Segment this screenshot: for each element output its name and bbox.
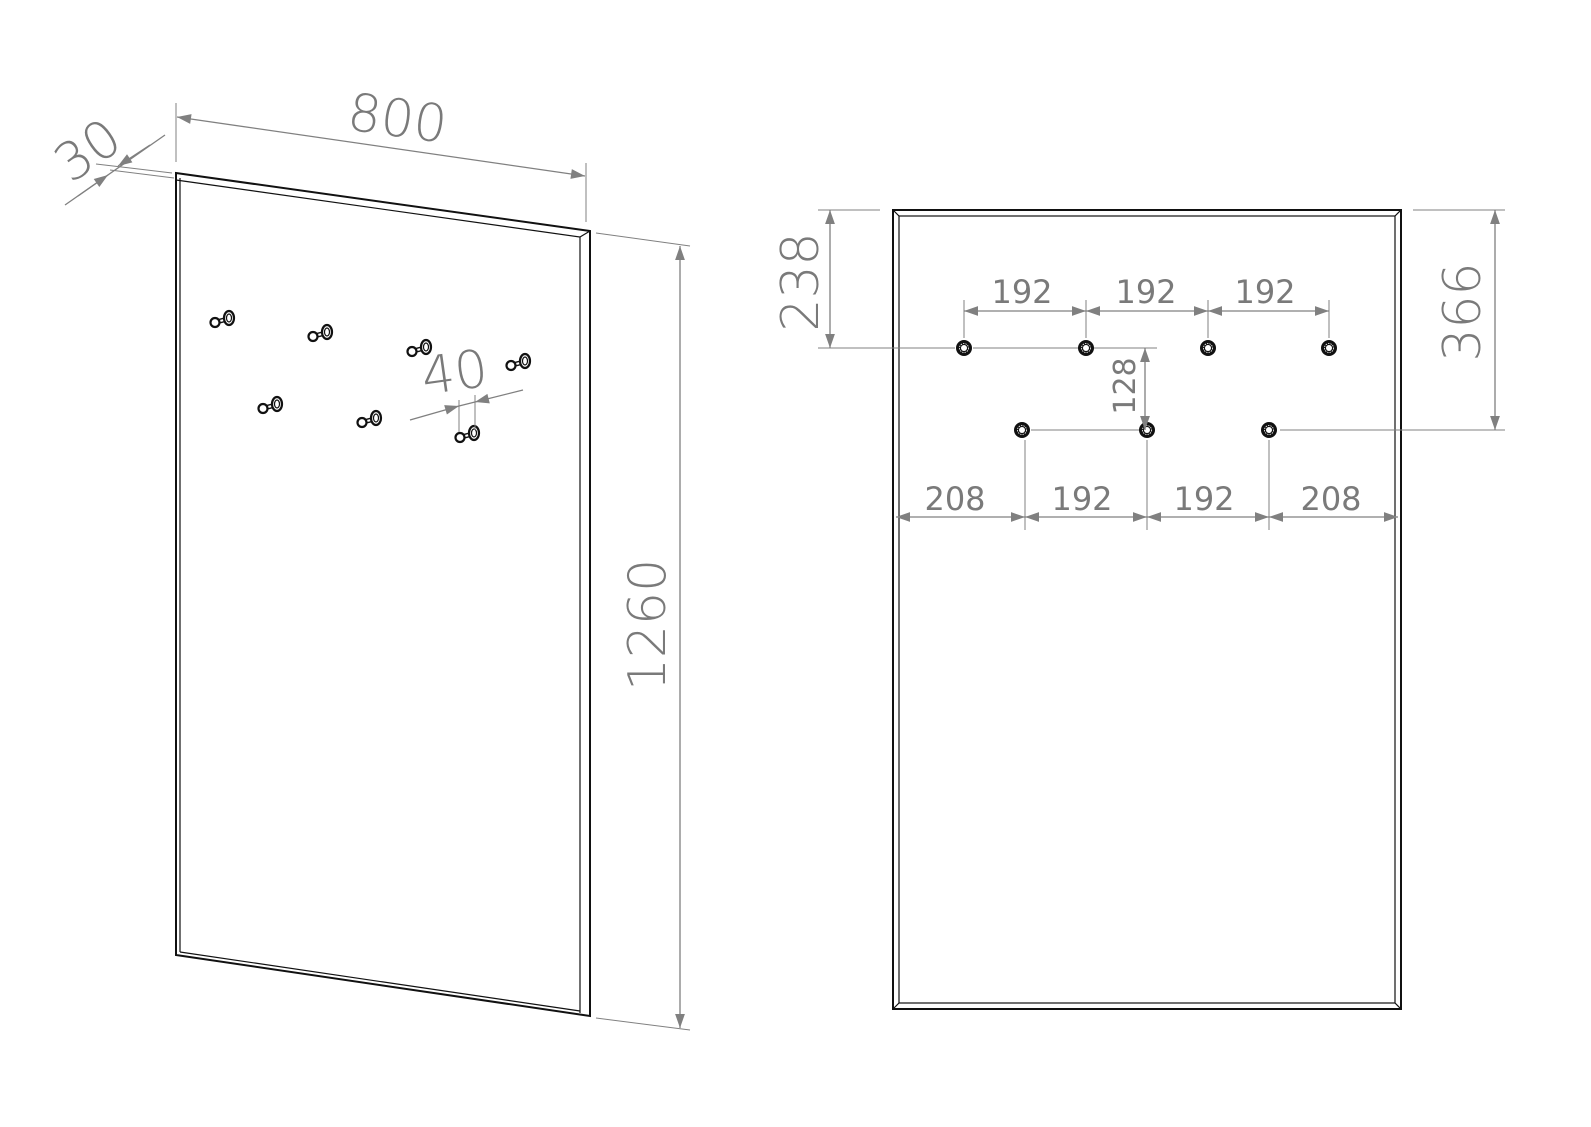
dimension-height: 1260: [595, 232, 691, 1031]
hook-icon: [309, 325, 333, 341]
spacing-label: 192: [1173, 480, 1234, 518]
hook-icon: [507, 354, 531, 370]
dimension-hook: 40: [409, 339, 524, 432]
hole-icon: [1077, 339, 1095, 357]
spacing-label: 192: [991, 273, 1052, 311]
dimension-bottom-row: 208 192 192 208: [896, 480, 1398, 522]
hole-icon: [1260, 421, 1278, 439]
spacing-label: 192: [1051, 480, 1112, 518]
dimension-128: 128: [1108, 348, 1150, 430]
spacing-label: 208: [1300, 480, 1361, 518]
hole-icon: [1320, 339, 1338, 357]
dimension-238: 238: [771, 210, 835, 348]
dimension-width: 800: [175, 83, 587, 222]
hole-icon: [1138, 421, 1156, 439]
hole-icon: [1199, 339, 1217, 357]
lower-row-offset-label: 366: [1433, 262, 1493, 361]
hole-icon: [955, 339, 973, 357]
dimension-366: 366: [1433, 210, 1500, 430]
mounting-holes: [955, 339, 1338, 439]
spacing-label: 192: [1234, 273, 1295, 311]
spacing-label: 208: [924, 480, 985, 518]
hole-icon: [1013, 421, 1031, 439]
perspective-view: 800 30 1260 40: [44, 83, 691, 1031]
dimension-top-row: 192 192 192: [964, 273, 1329, 316]
hook-size-label: 40: [418, 339, 492, 408]
row-gap-label: 128: [1108, 357, 1143, 414]
hook-icon: [358, 411, 382, 427]
width-label: 800: [344, 83, 451, 156]
front-view: 238 366 128 192 192 192 208 192 192 208: [771, 209, 1505, 1010]
spacing-label: 192: [1115, 273, 1176, 311]
panel-outline-front: [892, 209, 1402, 1010]
hook-icon: [211, 311, 235, 327]
hook-icon: [259, 397, 283, 413]
depth-label: 30: [44, 108, 133, 195]
height-label: 1260: [618, 559, 678, 691]
top-offset-label: 238: [771, 232, 831, 331]
panel-outline: [175, 171, 591, 1018]
dimension-depth: 30: [44, 108, 175, 206]
